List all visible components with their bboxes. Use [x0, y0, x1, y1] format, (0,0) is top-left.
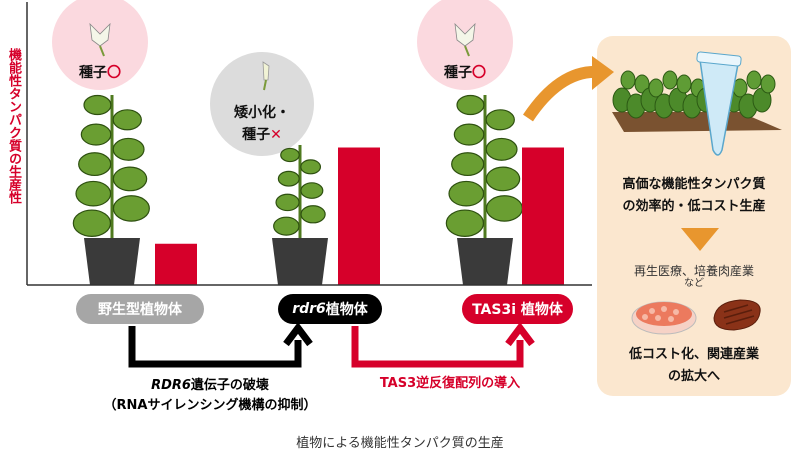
down-triangle-icon: [681, 228, 719, 251]
seed-text: 種子: [242, 127, 271, 143]
y-axis-label: 機能性タンパク質の生産性: [6, 48, 21, 204]
plant-illustration: [272, 145, 328, 285]
productivity-bar: [155, 243, 197, 285]
step-subtext: （RNAサイレンシング機構の抑制）: [103, 398, 317, 413]
rdr6-step-description: RDR6遺伝子の破壊 （RNAサイレンシング機構の抑制）: [80, 376, 340, 416]
applications-text: 再生医療、培養肉産業 など: [597, 262, 791, 289]
result-line: 低コスト化、関連産業: [628, 347, 759, 362]
field-plant: [760, 74, 776, 94]
rdr6-gene-italic: RDR6: [151, 378, 191, 393]
step-text: 遺伝子の破壊: [190, 378, 269, 393]
result-line: の拡大へ: [667, 369, 720, 384]
red-step-arrow: [351, 326, 524, 368]
rdr6-bubble: [210, 52, 314, 156]
plant-illustration: [72, 94, 150, 285]
seed-ng-mark: ✕: [270, 127, 282, 143]
black-step-arrow: [128, 326, 302, 368]
benefit-line: の効率的・低コスト生産: [622, 199, 766, 214]
field-plant: [662, 70, 678, 90]
small-flower-icon: [262, 61, 270, 91]
field-plant: [746, 70, 762, 90]
field-plant: [648, 78, 664, 98]
field-image: [612, 51, 782, 156]
arrowhead-icon: [283, 322, 313, 347]
curved-arrow: [523, 65, 599, 122]
wildtype-seed-label: 種子〇: [60, 62, 140, 84]
benefit-line: 高価な機能性タンパク質: [622, 177, 766, 192]
dwarf-text: 矮小化・: [234, 105, 290, 121]
flower-icon: [89, 22, 111, 57]
pot: [84, 238, 140, 285]
arrowhead-icon: [592, 56, 614, 90]
seed-ok-mark: 〇: [107, 65, 121, 81]
pot: [272, 238, 328, 285]
meat-icon: [713, 299, 761, 331]
panel-benefit-text: 高価な機能性タンパク質 の効率的・低コスト生産: [597, 174, 791, 218]
panel-result-text: 低コスト化、関連産業 の拡大へ: [597, 344, 791, 388]
field-plant: [676, 74, 692, 94]
seed-text: 種子: [444, 65, 472, 81]
tas3-step-description: TAS3逆反復配列の導入: [379, 376, 521, 391]
productivity-bar: [338, 147, 380, 285]
plant-text: 植物体: [325, 302, 368, 318]
rdr6-seed-label: 矮小化・ 種子✕: [215, 102, 309, 146]
field-plant: [634, 74, 650, 94]
plant-illustration: [445, 94, 523, 285]
seed-text: 種子: [79, 65, 107, 81]
field-plant: [620, 70, 636, 90]
rdr6-italic: rdr6: [292, 301, 326, 317]
applications-line: 再生医療、培養肉産業: [633, 264, 754, 278]
tas3i-plant-label: TAS3i 植物体: [462, 294, 573, 324]
tas3i-seed-label: 種子〇: [425, 62, 505, 84]
flower-icon: [454, 22, 476, 57]
productivity-bar: [522, 147, 564, 285]
applications-suffix: など: [684, 278, 704, 289]
petri-dish-icon: [631, 301, 697, 335]
tube-icon: [699, 59, 739, 156]
figure-caption: 植物による機能性タンパク質の生産: [296, 436, 504, 451]
wildtype-plant-label: 野生型植物体: [76, 294, 204, 324]
pot: [457, 238, 513, 285]
arrowhead-icon: [505, 322, 535, 347]
seed-ok-mark: 〇: [472, 65, 486, 81]
